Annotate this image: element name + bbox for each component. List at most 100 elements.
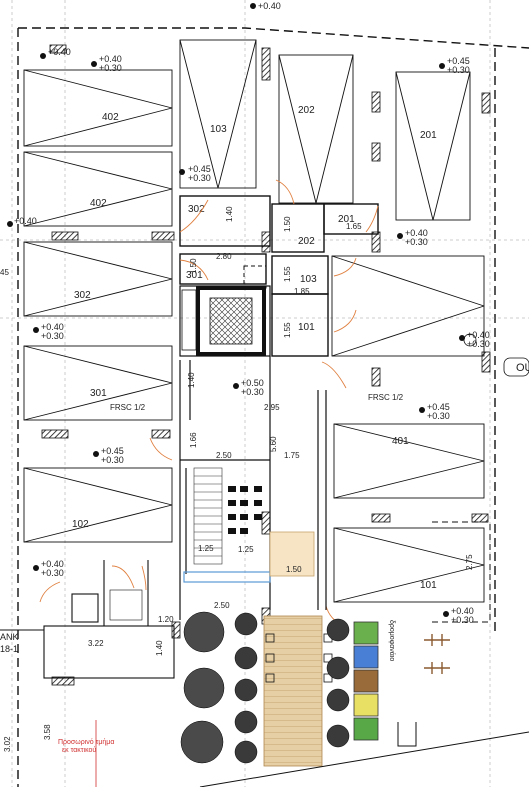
storage-202: 202 — [298, 236, 315, 247]
parking-103: 103 — [210, 124, 227, 135]
parking-top — [179, 39, 471, 221]
level-11b: +0.30 — [467, 339, 490, 349]
level-1a: +0.40 — [48, 47, 71, 57]
door-swings — [39, 179, 379, 627]
edge-left-number: 18-1 — [0, 644, 18, 654]
parking-402b: 402 — [90, 198, 107, 209]
level-3b: +0.30 — [447, 65, 470, 75]
street-lamps — [424, 634, 450, 674]
svg-text:2.50: 2.50 — [214, 601, 230, 610]
frsc-left-label: FRSC 1/2 — [110, 403, 146, 412]
red-note-2: εκ τακτικού — [62, 746, 96, 754]
level-9b: +0.30 — [101, 455, 124, 465]
recycling-bins — [353, 621, 379, 741]
utility-rooms — [43, 560, 175, 679]
level-12b: +0.30 — [451, 615, 474, 625]
svg-text:1.50: 1.50 — [283, 216, 292, 232]
parking-301: 301 — [90, 388, 107, 399]
trees — [180, 611, 350, 764]
parking-left — [23, 69, 173, 543]
parking-102: 102 — [72, 519, 89, 530]
level-2b: +0.30 — [99, 63, 122, 73]
level-6b: +0.30 — [405, 237, 428, 247]
svg-text:1.55: 1.55 — [283, 322, 292, 338]
svg-text:1.50: 1.50 — [286, 565, 302, 574]
svg-text:3.22: 3.22 — [88, 639, 104, 648]
parking-401: 401 — [392, 436, 409, 447]
frsc-right-label: FRSC 1/2 — [368, 393, 404, 402]
parking-right — [331, 255, 485, 603]
storage-201: 201 — [338, 214, 355, 225]
gate — [397, 722, 417, 747]
level-10a: +0.40 — [41, 559, 64, 569]
parking-302: 302 — [74, 290, 91, 301]
storage-302: 302 — [188, 204, 205, 215]
svg-text:3.02: 3.02 — [3, 736, 12, 752]
level-6a: +0.40 — [405, 228, 428, 238]
bin-3 — [353, 669, 379, 693]
bin-4 — [353, 693, 379, 717]
svg-text:2.50: 2.50 — [216, 451, 232, 460]
svg-text:3.58: 3.58 — [43, 724, 52, 740]
level-3a: +0.45 — [447, 56, 470, 66]
dimensions: 1.40 1.50 1.65 2.80 1.55 1.85 1.55 1.50 … — [0, 206, 474, 752]
street-lamp-label: δρομοφανάιο — [388, 620, 396, 661]
storage-103: 103 — [300, 274, 317, 285]
level-markers: +0.40 +0.40 +0.40+0.30 +0.45+0.30 +0.45+… — [7, 1, 490, 625]
bin-5 — [353, 717, 379, 741]
svg-text:1.50: 1.50 — [189, 258, 198, 274]
svg-text:2.75: 2.75 — [465, 554, 474, 570]
parking-202: 202 — [298, 105, 315, 116]
bin-1 — [353, 621, 379, 645]
level-7a: +0.40 — [41, 322, 64, 332]
level-8b: +0.30 — [427, 411, 450, 421]
svg-text:1.66: 1.66 — [189, 432, 198, 448]
storage-101: 101 — [298, 322, 315, 333]
level-5b: +0.30 — [188, 173, 211, 183]
walkway-squares — [265, 633, 333, 683]
level-10b: +0.30 — [41, 568, 64, 578]
storage-walls — [179, 195, 379, 357]
bin-2 — [353, 645, 379, 669]
edge-left-label: ΑΝΚ — [0, 632, 19, 642]
svg-text:1.25: 1.25 — [198, 544, 214, 553]
north-tag-label: OU — [516, 362, 529, 374]
north-tag — [503, 357, 529, 377]
level-11a: +0.40 — [467, 330, 490, 340]
plot-boundary — [17, 27, 529, 787]
hoist-zone — [243, 265, 267, 289]
svg-text:1.20: 1.20 — [158, 615, 174, 624]
parking-402a: 402 — [102, 112, 119, 123]
meters — [228, 486, 262, 534]
structural-columns — [41, 44, 491, 686]
level-center-a: +0.50 — [241, 378, 264, 388]
svg-text:1.40: 1.40 — [155, 640, 164, 656]
level-8a: +0.45 — [427, 402, 450, 412]
svg-text:1.40: 1.40 — [225, 206, 234, 222]
svg-text:5.60: 5.60 — [269, 436, 278, 452]
svg-text:2.80: 2.80 — [216, 252, 232, 261]
svg-text:1.25: 1.25 — [238, 545, 254, 554]
level-5a: +0.45 — [188, 164, 211, 174]
storage-301: 301 — [186, 270, 203, 281]
parking-201: 201 — [420, 130, 437, 141]
level-7b: +0.30 — [41, 331, 64, 341]
parking-101: 101 — [420, 580, 437, 591]
svg-text:1.55: 1.55 — [283, 266, 292, 282]
elevator-core — [179, 285, 271, 357]
svg-text:1.40: 1.40 — [187, 372, 196, 388]
level-4: +0.40 — [14, 216, 37, 226]
svg-text:45: 45 — [0, 268, 9, 277]
red-note-1: Προσωρινό τμήμα — [58, 738, 114, 746]
level-center-b: +0.30 — [241, 387, 264, 397]
level-12a: +0.40 — [451, 606, 474, 616]
stair — [193, 467, 223, 565]
svg-text:1.85: 1.85 — [294, 287, 310, 296]
level-2a: +0.40 — [99, 54, 122, 64]
svg-text:2.95: 2.95 — [264, 403, 280, 412]
level-9a: +0.45 — [101, 446, 124, 456]
road-edge — [199, 731, 529, 787]
wood-walkway — [263, 615, 323, 767]
svg-text:1.75: 1.75 — [284, 451, 300, 460]
